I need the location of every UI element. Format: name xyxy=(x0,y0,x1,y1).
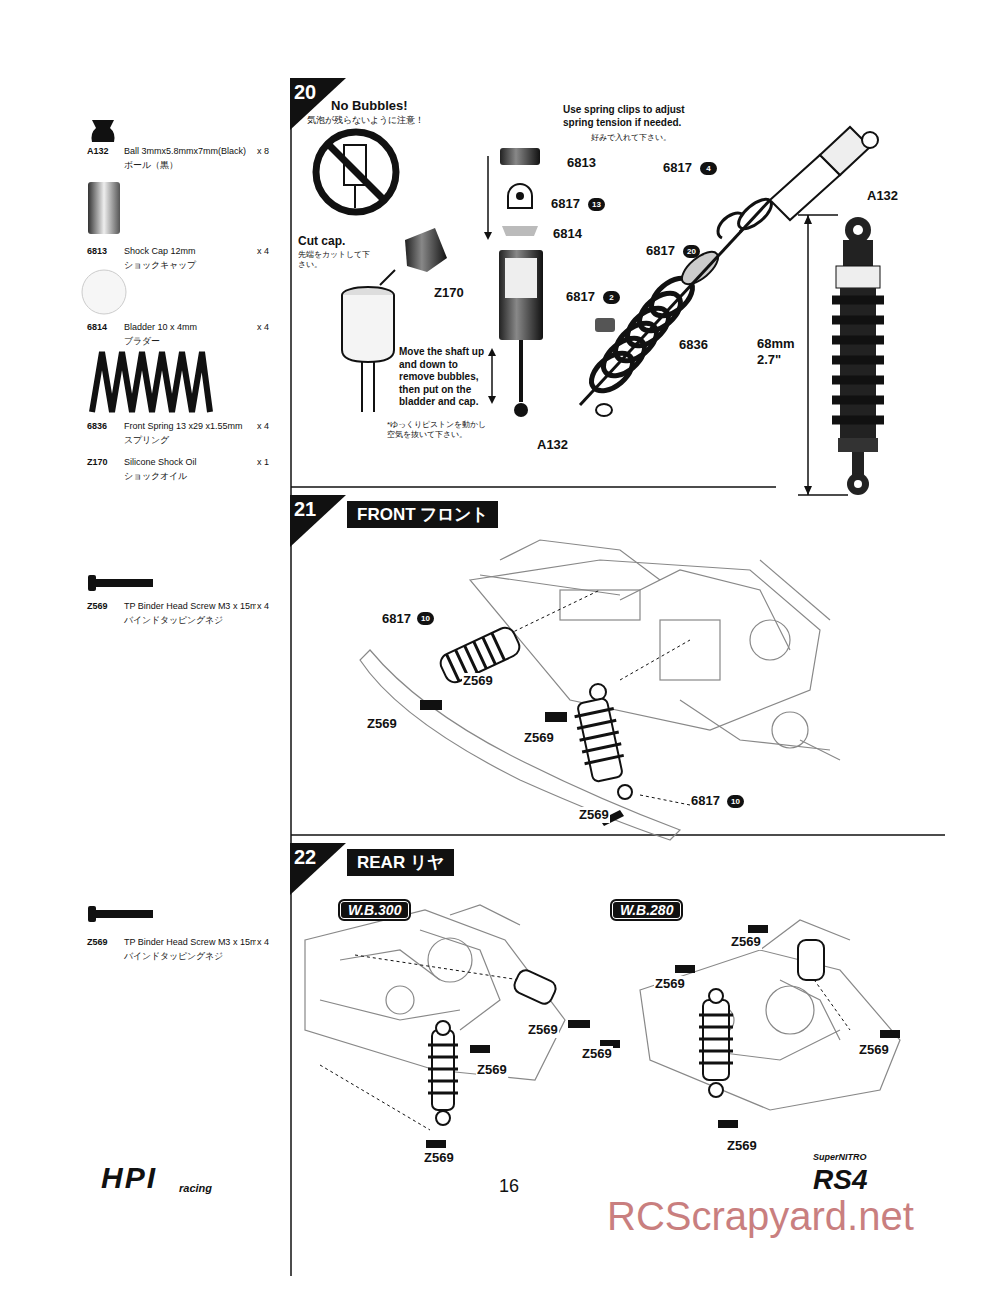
callout-number: 20 xyxy=(683,245,700,258)
part-callout: Z569 xyxy=(462,673,494,689)
part-callout: 6817 xyxy=(645,243,676,259)
part-description: Silicone Shock Oil xyxy=(123,457,198,468)
product-logo: SuperNITRO xyxy=(812,1152,868,1163)
japanese-note: 先端をカットして下さい。 xyxy=(297,250,371,270)
step-number: 21 xyxy=(290,495,346,547)
instruction-text: Cut cap. xyxy=(297,234,346,248)
dimension: 68mm xyxy=(756,336,796,352)
japanese-description: ボール（黒） xyxy=(123,160,179,171)
part-quantity: x 4 xyxy=(256,937,270,948)
step-number: 22 xyxy=(290,843,346,895)
section-heading: REAR リヤ xyxy=(347,849,454,876)
part-callout: 6817 xyxy=(381,611,412,627)
callout-number: 10 xyxy=(727,795,744,808)
callout-number: 2 xyxy=(603,291,620,304)
part-number: Z170 xyxy=(86,457,109,468)
instruction-text: Move the shaft up and down to remove bub… xyxy=(398,346,488,409)
node-text: FRONT フロント xyxy=(357,503,488,526)
part-quantity: x 4 xyxy=(256,601,270,612)
part-description: Ball 3mmx5.8mmx7mm(Black) xyxy=(123,146,247,157)
part-callout: Z569 xyxy=(578,807,610,823)
part-quantity: x 4 xyxy=(256,421,270,432)
part-callout: 6814 xyxy=(552,226,583,242)
part-description: Bladder 10 x 4mm xyxy=(123,322,198,333)
node-text: W.B.300 xyxy=(348,902,401,918)
brand-logo: HPI xyxy=(100,1160,158,1196)
japanese-description: ブラダー xyxy=(123,336,161,347)
node-text: REAR リヤ xyxy=(357,851,444,874)
watermark: RCScrapyard.net xyxy=(606,1192,915,1240)
part-callout: Z569 xyxy=(423,1150,455,1166)
wheelbase-tag: W.B.300 xyxy=(338,899,411,921)
part-quantity: x 8 xyxy=(256,146,270,157)
dimension: 2.7" xyxy=(756,352,782,368)
node-text: 21 xyxy=(290,495,346,521)
part-callout: Z569 xyxy=(527,1022,559,1038)
part-callout: Z170 xyxy=(433,285,465,301)
product-logo: RS4 xyxy=(812,1163,868,1197)
japanese-description: バインドタッピングネジ xyxy=(123,615,224,626)
part-callout: 6817 xyxy=(690,793,721,809)
japanese-note: 好みで入れて下さい。 xyxy=(590,133,672,143)
part-number: 6814 xyxy=(86,322,108,333)
part-callout: Z569 xyxy=(730,934,762,950)
part-callout: 6817 xyxy=(662,160,693,176)
japanese-description: スプリング xyxy=(123,435,170,446)
part-callout: A132 xyxy=(866,188,899,204)
part-number: A132 xyxy=(86,146,110,157)
node-text: W.B.280 xyxy=(620,902,673,918)
callout-number: 13 xyxy=(588,198,605,211)
part-description: Shock Cap 12mm xyxy=(123,246,197,257)
wheelbase-tag: W.B.280 xyxy=(610,899,683,921)
part-quantity: x 4 xyxy=(256,246,270,257)
japanese-description: バインドタッピングネジ xyxy=(123,951,224,962)
part-callout: A132 xyxy=(536,437,569,453)
section-heading: FRONT フロント xyxy=(347,501,498,528)
part-callout: Z569 xyxy=(523,730,555,746)
part-callout: 6817 xyxy=(565,289,596,305)
japanese-note: *ゆっくりピストンを動かし空気を抜いて下さい。 xyxy=(386,420,492,440)
part-description: TP Binder Head Screw M3 x 15mm xyxy=(123,937,266,948)
part-callout: Z569 xyxy=(366,716,398,732)
part-callout: Z569 xyxy=(858,1042,890,1058)
part-number: Z569 xyxy=(86,937,109,948)
part-number: 6836 xyxy=(86,421,108,432)
part-callout: Z569 xyxy=(726,1138,758,1154)
japanese-description: ショックキャップ xyxy=(123,260,197,271)
page-number: 16 xyxy=(498,1176,520,1198)
part-description: TP Binder Head Screw M3 x 15mm xyxy=(123,601,266,612)
brand-logo: racing xyxy=(178,1182,213,1195)
callout-number: 10 xyxy=(417,612,434,625)
warning-text: No Bubbles! xyxy=(330,98,409,114)
part-callout: 6836 xyxy=(678,337,709,353)
part-number: Z569 xyxy=(86,601,109,612)
part-callout: 6813 xyxy=(566,155,597,171)
part-callout: Z569 xyxy=(581,1046,613,1062)
japanese-description: ショックオイル xyxy=(123,471,188,482)
part-callout: Z569 xyxy=(476,1062,508,1078)
node-text: 22 xyxy=(290,843,346,869)
instruction-text: Use spring clips to adjust spring tensio… xyxy=(562,104,716,129)
part-callout: Z569 xyxy=(654,976,686,992)
part-quantity: x 1 xyxy=(256,457,270,468)
part-callout: 6817 xyxy=(550,196,581,212)
part-quantity: x 4 xyxy=(256,322,270,333)
japanese-note: 気泡が残らないように注意！ xyxy=(306,115,425,126)
part-description: Front Spring 13 x29 x1.55mm xyxy=(123,421,244,432)
callout-number: 4 xyxy=(700,162,717,175)
part-number: 6813 xyxy=(86,246,108,257)
